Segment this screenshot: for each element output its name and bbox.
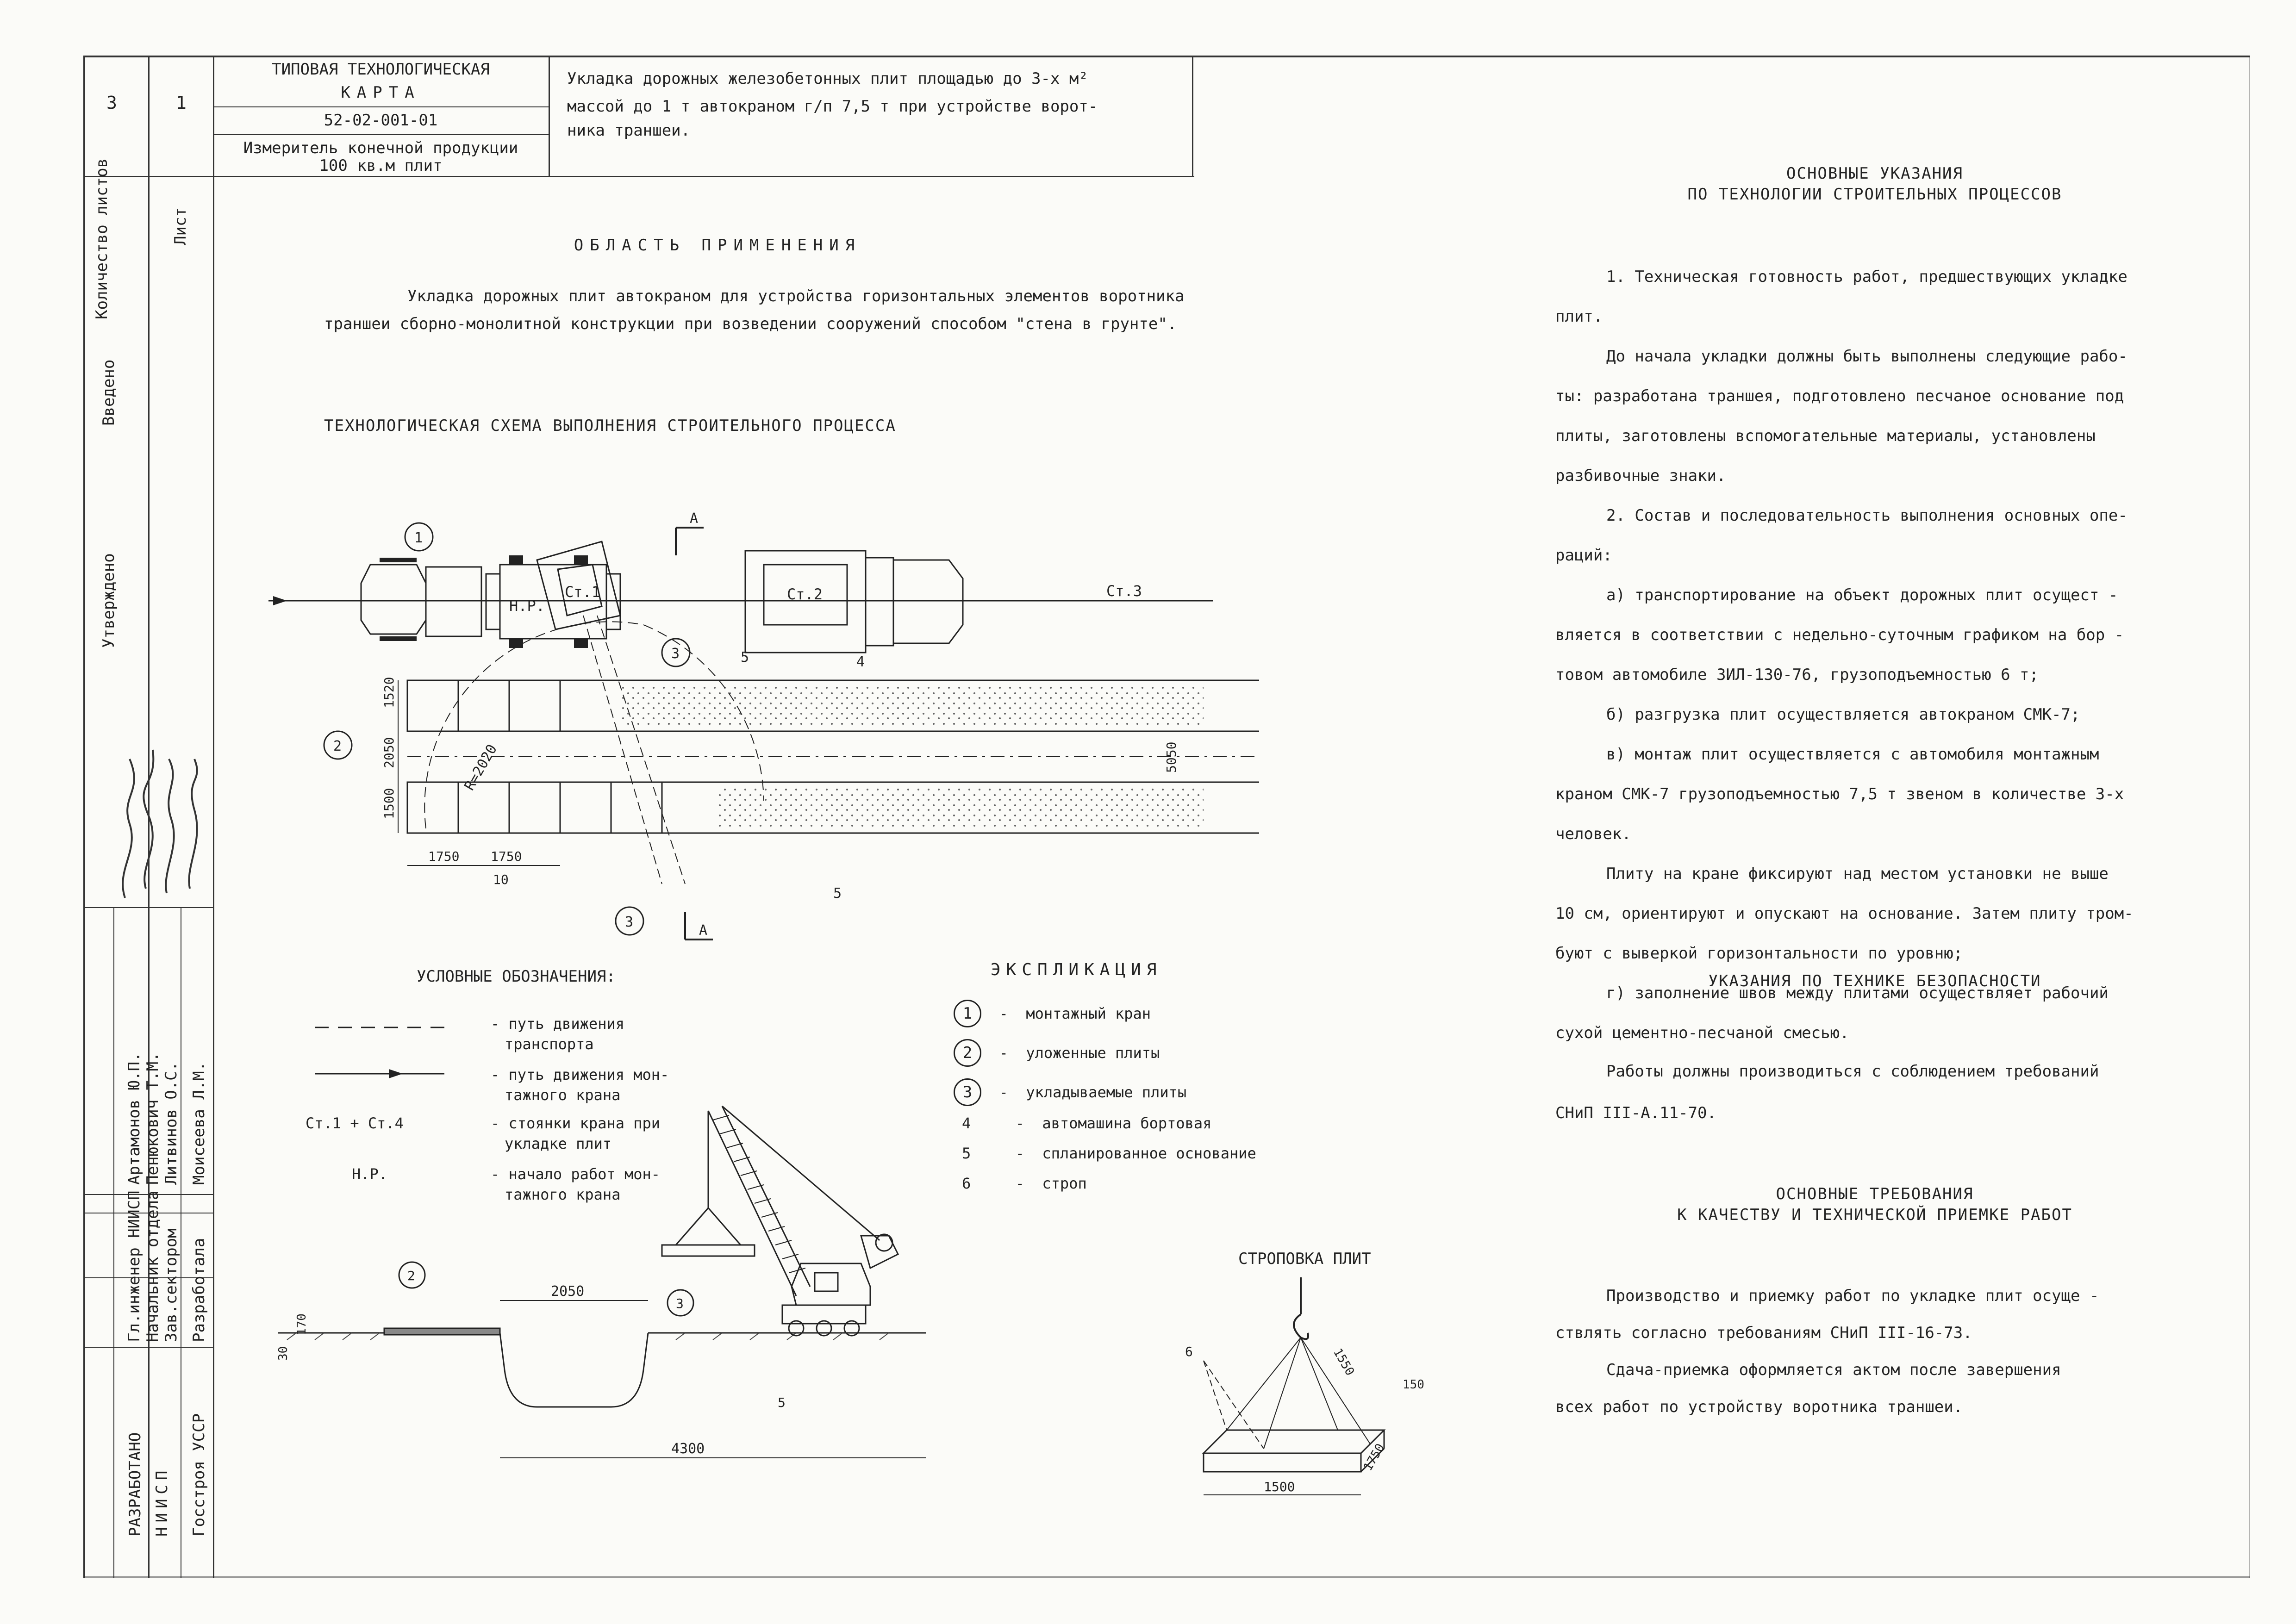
section-dim-30: 30: [278, 1346, 290, 1361]
dim-1750b: 1750: [491, 849, 522, 864]
section-dim-4300: 4300: [671, 1441, 705, 1457]
explication-item-5: 5 - спланированное основание: [962, 1145, 1256, 1162]
callout-3b: 3: [625, 914, 633, 930]
label-section-top: А: [690, 510, 698, 527]
role-2: Начальник отдела: [144, 1190, 162, 1342]
measure-label-line2: 100 кв.м плит: [319, 156, 443, 175]
name-1: Артамонов Ю.П.: [125, 1052, 144, 1185]
approved-label: Утверждено: [100, 553, 118, 648]
sheets-label: Количество листов: [93, 158, 111, 319]
slinging-title: СТРОПОВКА ПЛИТ: [1238, 1250, 1371, 1268]
section-callout-2: 2: [407, 1268, 415, 1283]
sheet-number: 1: [176, 93, 187, 113]
tech-scheme-drawing: Н.Р. Ст.1 Ст.2 Ст.3 А А: [268, 510, 1259, 940]
crane-side-icon: [661, 1105, 899, 1337]
sling-dim-1500: 1500: [1264, 1479, 1295, 1494]
explication-item-1: 1 - монтажный кран: [954, 1000, 1151, 1027]
truck-left-icon: [360, 558, 482, 641]
dev-label-2: НИИСП: [153, 1466, 171, 1537]
quality-title-2: К КАЧЕСТВУ И ТЕХНИЧЕСКОЙ ПРИЕМКЕ РАБОТ: [1677, 1206, 2072, 1224]
quality-body: Производство и приемку работ по укладке …: [1555, 1287, 2099, 1416]
sling-dim-150: 150: [1403, 1378, 1424, 1392]
dim-5050: 5050: [1164, 742, 1179, 773]
description-line1: Укладка дорожных железобетонных плит пло…: [567, 69, 1088, 88]
instructions-body: 1. Техническая готовность работ, предшес…: [1555, 268, 2134, 1042]
trench-plan: [406, 679, 1259, 834]
safety-body: Работы должны производиться с соблюдение…: [1555, 1062, 2099, 1122]
callout-4: 4: [856, 654, 865, 670]
instructions-title-1: ОСНОВНЫЕ УКАЗАНИЯ: [1786, 164, 1963, 183]
legend-key-3: Ст.1 + Ст.4: [306, 1114, 404, 1132]
label-st3: Ст.3: [1106, 582, 1142, 600]
explication-item-4: 4 - автомашина бортовая: [962, 1114, 1212, 1132]
slinging-drawing: 1500 1750 150 1550 6: [1185, 1277, 1424, 1495]
signatures: [122, 749, 198, 898]
section-callout-5: 5: [778, 1395, 786, 1410]
dev-label-3: Госстроя УССР: [190, 1413, 208, 1537]
dim-1750a: 1750: [428, 849, 459, 864]
name-4: Моисеева Л.М.: [190, 1061, 208, 1185]
legend-line-samples: [315, 1027, 444, 1078]
callout-3a: 3: [671, 646, 680, 662]
measure-label-line1: Измеритель конечной продукции: [243, 139, 518, 157]
scope-title: ОБЛАСТЬ ПРИМЕНЕНИЯ: [574, 236, 861, 255]
section-dim-170: 170: [295, 1313, 309, 1335]
scope-text-line1: Укладка дорожных плит автокраном для уст…: [407, 287, 1185, 305]
dim-1500: 1500: [381, 788, 397, 819]
ground-line: [278, 1327, 926, 1408]
sheet-label: Лист: [171, 207, 190, 245]
legend-key-4: Н.Р.: [352, 1165, 388, 1183]
callout-1: 1: [414, 530, 423, 546]
sling-dim-1750: 1750: [1361, 1441, 1387, 1473]
role-1: Гл.инженер НИИСП: [125, 1190, 144, 1342]
callout-5a: 5: [741, 649, 749, 666]
dim-10: 10: [493, 872, 509, 887]
description-line3: ника траншеи.: [567, 121, 691, 140]
crane-top-icon: [485, 541, 621, 648]
description-line2: массой до 1 т автокраном г/п 7,5 т при у…: [567, 97, 1098, 116]
explication-title: ЭКСПЛИКАЦИЯ: [991, 960, 1162, 979]
scope-text-line2: траншеи сборно-монолитной конструкции пр…: [324, 315, 1177, 333]
truck-right-icon: [744, 550, 964, 653]
role-4: Разработала: [190, 1238, 208, 1342]
label-st2: Ст.2: [787, 585, 823, 603]
introduced-label: Введено: [100, 359, 118, 426]
name-2: Пенюкович Т.М.: [144, 1052, 162, 1185]
sling-callout-6: 6: [1185, 1344, 1193, 1359]
label-section-bottom: А: [699, 922, 707, 939]
dev-label-1: РАЗРАБОТАНО: [126, 1432, 144, 1537]
callout-2: 2: [333, 738, 342, 754]
card-code: 52-02-001-01: [324, 111, 438, 130]
explication-item-3: 3 - укладываемые плиты: [954, 1078, 1186, 1106]
explication-item-2: 2 - уложенные плиты: [954, 1039, 1160, 1067]
label-radius: R=2020: [462, 742, 500, 793]
section-drawing: 2050 4300 30 170 2 3 5: [278, 1105, 926, 1458]
role-3: Зав.сектором: [162, 1228, 181, 1342]
name-3: Литвинов О.С.: [162, 1061, 181, 1185]
dim-1520: 1520: [381, 677, 397, 708]
callout-5b: 5: [833, 885, 842, 902]
card-title-line2: КАРТА: [341, 83, 421, 102]
label-np: Н.Р.: [509, 597, 545, 615]
legend-title: УСЛОВНЫЕ ОБОЗНАЧЕНИЯ:: [417, 967, 616, 986]
scheme-title: ТЕХНОЛОГИЧЕСКАЯ СХЕМА ВЫПОЛНЕНИЯ СТРОИТЕ…: [324, 417, 896, 435]
explication-item-6: 6 - строп: [962, 1175, 1087, 1192]
sand-base: [620, 685, 1204, 828]
section-dim-2050: 2050: [551, 1283, 584, 1300]
dim-2050: 2050: [381, 737, 397, 768]
legend-item-4: - начало работ мон-тажного крана: [491, 1165, 661, 1203]
label-st1: Ст.1: [565, 583, 600, 601]
section-callout-3: 3: [676, 1296, 684, 1311]
quality-title-1: ОСНОВНЫЕ ТРЕБОВАНИЯ: [1776, 1185, 1974, 1203]
card-title-line1: ТИПОВАЯ ТЕХНОЛОГИЧЕСКАЯ: [272, 60, 490, 79]
sheets-count: 3: [106, 93, 117, 113]
instructions-title-2: ПО ТЕХНОЛОГИИ СТРОИТЕЛЬНЫХ ПРОЦЕССОВ: [1687, 185, 2062, 204]
legend-item-2: - путь движения мон-тажного крана: [491, 1066, 669, 1104]
sling-dim-1550: 1550: [1330, 1346, 1357, 1378]
safety-title: УКАЗАНИЯ ПО ТЕХНИКЕ БЕЗОПАСНОСТИ: [1708, 972, 2041, 990]
